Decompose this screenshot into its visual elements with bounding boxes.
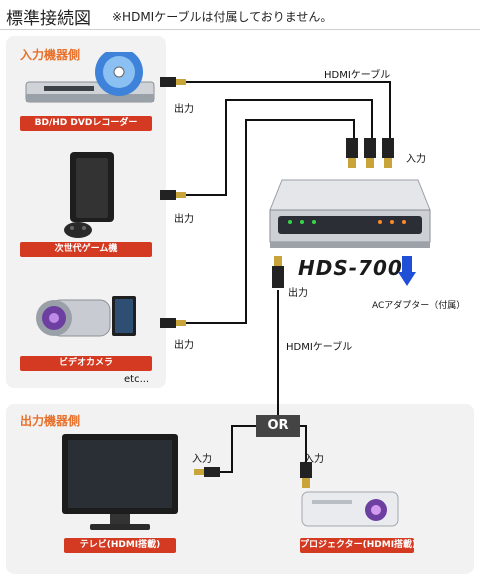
tv-image (60, 432, 180, 534)
tv-label: テレビ(HDMI搭載) (64, 538, 176, 553)
game-console-label: 次世代ゲーム機 (20, 242, 152, 257)
hdmi-plug-icon (298, 462, 314, 492)
game-console-output-label: 出力 (174, 210, 194, 225)
bd-recorder-output-label: 出力 (174, 100, 194, 115)
ac-adapter-arrow-icon (398, 256, 416, 290)
output-section-title: 出力機器側 (20, 412, 80, 429)
switcher-unit-image (268, 172, 432, 250)
video-camera-label: ビデオカメラ (20, 356, 152, 371)
etc-label: etc... (124, 374, 149, 385)
bd-recorder-label: BD/HD DVDレコーダー (20, 116, 152, 131)
video-camera-image (30, 286, 140, 346)
hdmi-plug-icon (160, 315, 186, 335)
hdmi-output-plug (270, 256, 286, 294)
or-connector-badge: OR (256, 415, 300, 437)
hdmi-plug-icon (160, 74, 186, 94)
top-cable-label: HDMIケーブル (324, 66, 390, 81)
switcher-model-name: HDS-700 (298, 256, 403, 280)
switcher-input-label: 入力 (406, 150, 426, 165)
switcher-output-label: 出力 (288, 284, 308, 299)
tv-input-label: 入力 (192, 450, 212, 465)
game-console-image (56, 150, 126, 240)
ac-adapter-label: ACアダプター（付属） (372, 298, 465, 311)
projector-image (300, 486, 400, 530)
bottom-cable-label: HDMIケーブル (286, 338, 352, 353)
projector-label: プロジェクター(HDMI搭載) (300, 538, 414, 553)
hdmi-plug-icon (194, 464, 220, 484)
hdmi-input-plugs (344, 138, 400, 176)
video-camera-output-label: 出力 (174, 336, 194, 351)
hdmi-plug-icon (160, 187, 186, 207)
bd-recorder-image (24, 52, 156, 108)
